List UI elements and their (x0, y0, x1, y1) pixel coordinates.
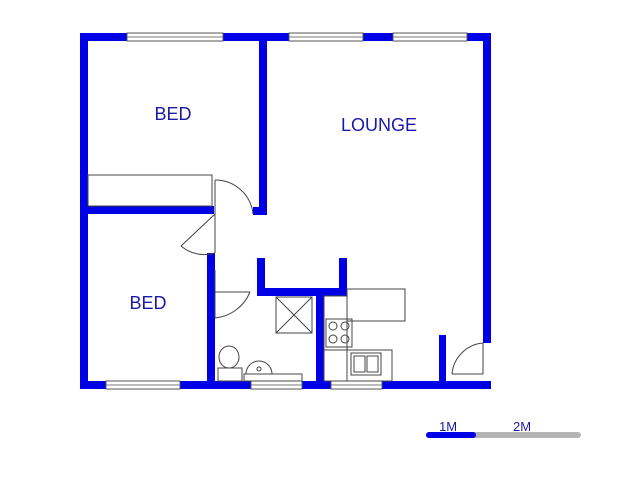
scale-bar: 1M 2M (426, 419, 581, 438)
wall-right (483, 33, 491, 343)
stove-icon (325, 318, 353, 348)
wall-stub-door (439, 335, 446, 389)
built-in-cupboard (87, 174, 213, 207)
interior-walls (80, 33, 446, 389)
kitchen-counter-bottom (323, 349, 393, 382)
wall-bed2-bath (207, 253, 215, 389)
kitchen-sink-icon (350, 352, 382, 376)
door-bathroom (214, 270, 251, 319)
room-label-bed-bottom: BED (129, 293, 166, 313)
basin-icon (245, 360, 273, 375)
kitchen-counter-top (346, 288, 406, 322)
scale-label-1m: 1M (439, 419, 457, 434)
vanity-counter (243, 373, 303, 382)
scale-label-2m: 2M (513, 419, 531, 434)
wall-bath-right (316, 296, 324, 389)
room-label-bed-top: BED (154, 104, 191, 124)
shower-icon (275, 296, 313, 334)
kitchen-counter-side (323, 295, 348, 382)
windows (105, 32, 468, 390)
wall-bed-lounge (259, 33, 267, 215)
window-bottom-bed (105, 380, 181, 390)
window-top-lounge-1 (288, 32, 364, 42)
door-bed-top (214, 179, 254, 215)
wall-top (80, 33, 491, 41)
door-front (451, 342, 484, 375)
wall-bath-left-stub (257, 258, 265, 296)
wall-bath-top (257, 288, 347, 296)
window-bottom-kitchen (330, 380, 383, 390)
wall-bath-right-stub (339, 258, 347, 296)
wall-between-beds (80, 206, 214, 214)
door-bed-bottom (180, 213, 216, 256)
window-bottom-bath (250, 380, 303, 390)
window-top-bed (126, 32, 224, 42)
room-label-lounge: LOUNGE (341, 115, 417, 135)
wall-return (253, 207, 267, 215)
toilet-icon (217, 345, 243, 382)
window-top-lounge-2 (392, 32, 468, 42)
